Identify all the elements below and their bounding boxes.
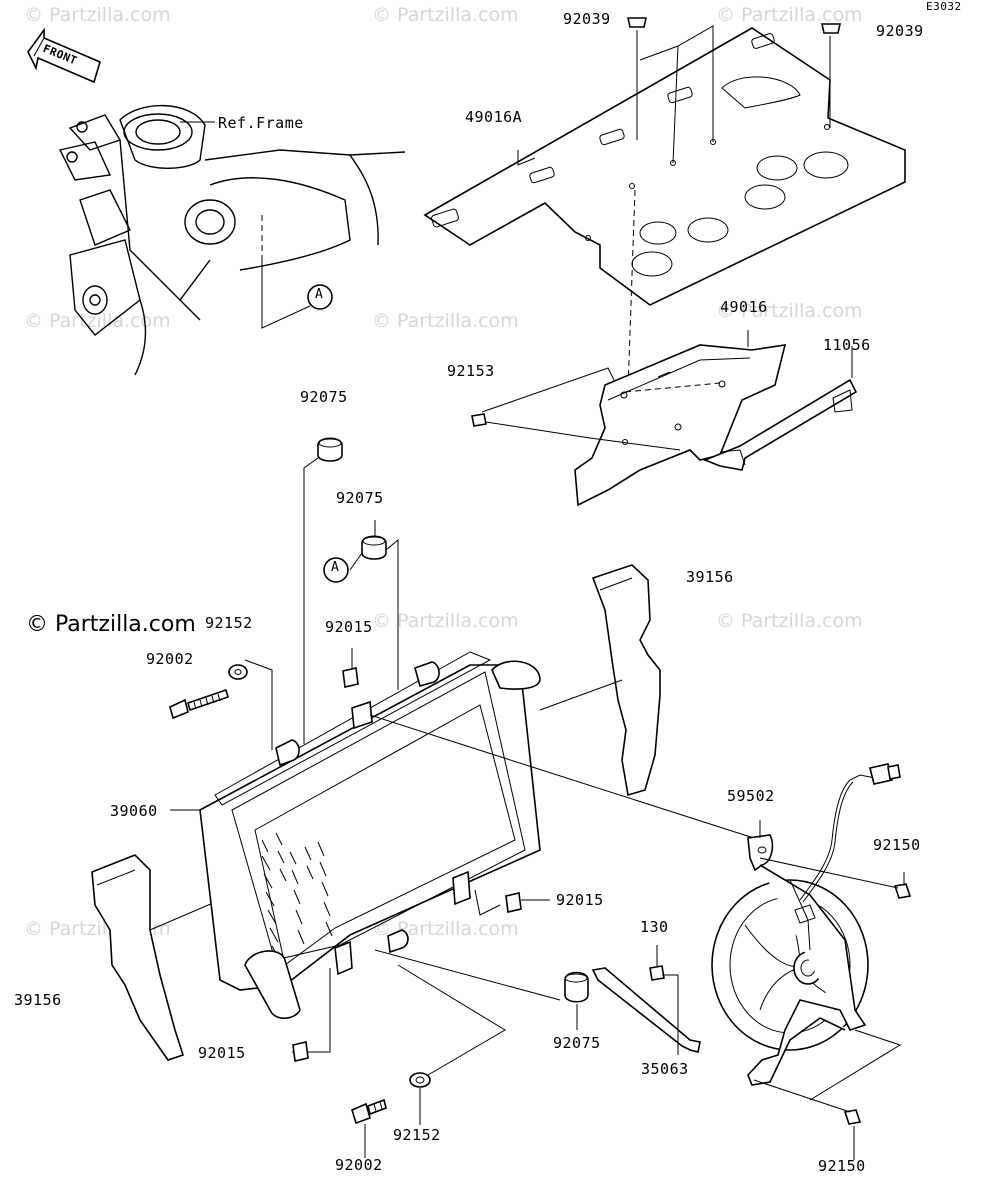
stay-35063 <box>591 945 701 1055</box>
watermark: © Partzilla.com <box>372 4 519 26</box>
deflector-39156-left <box>91 854 221 1061</box>
watermark: © Partzilla.com <box>716 4 863 26</box>
part-label: 39156 <box>686 568 734 586</box>
part-label: 92015 <box>325 618 373 636</box>
callout-a-label: A <box>315 287 324 302</box>
part-label: 35063 <box>641 1060 689 1078</box>
grommet-92075 <box>303 437 399 744</box>
watermark-main: © Partzilla.com <box>26 612 196 637</box>
cover-plate-49016a <box>423 17 906 391</box>
part-label: 92150 <box>818 1157 866 1175</box>
part-label: 59502 <box>727 787 775 805</box>
part-label: 92039 <box>876 22 924 40</box>
part-label: 92015 <box>556 891 604 909</box>
watermark: © Partzilla.com <box>372 610 519 632</box>
part-label: 92002 <box>335 1156 383 1174</box>
part-label: 92002 <box>146 650 194 668</box>
part-label: 39156 <box>14 991 62 1009</box>
clip-92015 <box>292 648 550 1062</box>
watermark: © Partzilla.com <box>24 4 171 26</box>
part-label: 92075 <box>553 1034 601 1052</box>
part-label: 92015 <box>198 1044 246 1062</box>
part-label: 49016A <box>465 108 523 126</box>
ref-frame-label: Ref.Frame <box>218 114 304 132</box>
part-label: 92153 <box>447 362 495 380</box>
watermark: © Partzilla.com <box>716 610 863 632</box>
diagram-code: E3032 <box>926 0 962 13</box>
part-label: 92075 <box>300 388 348 406</box>
part-label: 92152 <box>393 1126 441 1144</box>
part-label: 92039 <box>563 10 611 28</box>
watermark: © Partzilla.com <box>24 310 171 332</box>
fan-59502 <box>711 763 912 1160</box>
bolt-92002-low <box>351 1072 431 1158</box>
watermark: © Partzilla.com <box>716 300 863 322</box>
part-label: 130 <box>640 918 669 936</box>
part-label: 92152 <box>205 614 253 632</box>
part-label: 11056 <box>823 336 871 354</box>
bracket-49016 <box>471 330 858 507</box>
watermark: © Partzilla.com <box>372 918 519 940</box>
part-label: 92075 <box>336 489 384 507</box>
radiator-39060 <box>170 651 761 1076</box>
part-label: 92150 <box>873 836 921 854</box>
watermark: © Partzilla.com <box>372 310 519 332</box>
callout-a <box>307 284 349 583</box>
part-label: 49016 <box>720 298 768 316</box>
deflector-39156-right <box>539 564 661 797</box>
front-arrow-icon <box>27 27 101 84</box>
bolt-92002 <box>169 664 248 720</box>
grommet-92075-low <box>564 971 589 1030</box>
frame-drawing <box>58 104 406 376</box>
callout-a-label: A <box>331 560 340 575</box>
part-label: 39060 <box>110 802 158 820</box>
